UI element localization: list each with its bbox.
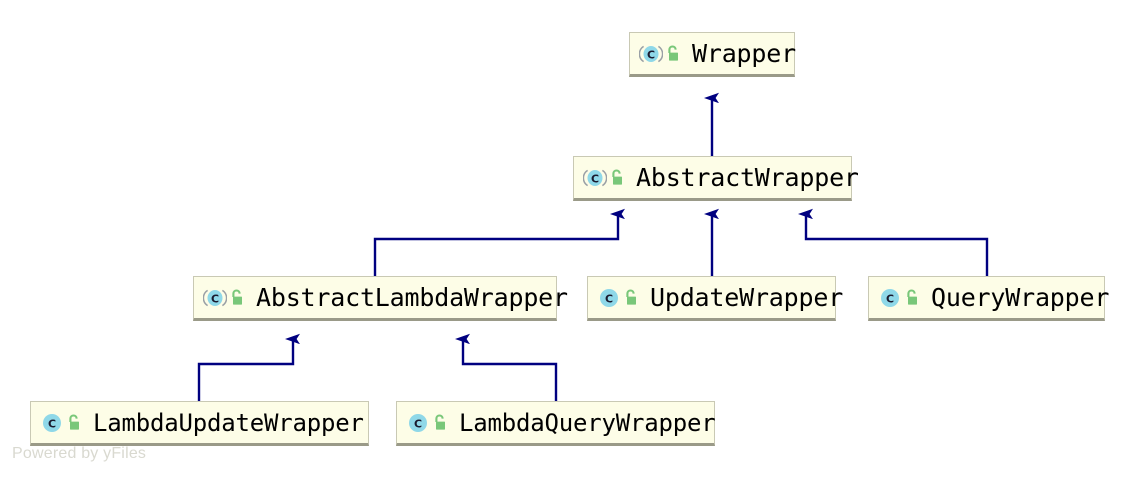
class-node-abstract-lambda-wrapper[interactable]: C AbstractLambdaWrapper	[193, 276, 568, 321]
class-node-abstract-wrapper[interactable]: C AbstractWrapper	[573, 156, 859, 201]
edge-lambda-query-wrapper-to-abstract-lambda-wrapper	[463, 339, 558, 401]
class-name-label: AbstractLambdaWrapper	[256, 283, 568, 312]
class-node-lambda-query-wrapper[interactable]: C LambdaQueryWrapper	[396, 401, 716, 446]
class-node-wrapper[interactable]: C Wrapper	[629, 32, 796, 77]
abstract-class-icon: C	[639, 45, 663, 62]
public-unlocked-icon	[69, 414, 79, 430]
svg-text:C: C	[605, 292, 613, 305]
class-node-lambda-update-wrapper[interactable]: C LambdaUpdateWrapper	[30, 401, 369, 446]
node-icon-group: C	[597, 287, 640, 309]
class-name-label: Wrapper	[692, 39, 796, 68]
yfiles-watermark: Powered by yFiles	[12, 445, 147, 462]
svg-text:C: C	[647, 48, 655, 61]
node-icon-group: C	[203, 287, 246, 309]
public-unlocked-icon	[626, 289, 636, 305]
node-icon-group: C	[583, 167, 626, 189]
node-icon-group: C	[878, 287, 921, 309]
edge-query-wrapper-to-abstract-wrapper	[806, 214, 989, 276]
class-name-label: AbstractWrapper	[636, 163, 859, 192]
class-name-label: UpdateWrapper	[650, 283, 844, 312]
node-icon-group: C	[639, 43, 682, 65]
svg-text:C: C	[886, 292, 894, 305]
concrete-class-icon: C	[881, 288, 899, 307]
public-unlocked-icon	[232, 289, 242, 305]
svg-text:C: C	[414, 417, 422, 430]
node-icon-group: C	[406, 412, 449, 434]
public-unlocked-icon	[907, 289, 917, 305]
concrete-class-icon: C	[409, 413, 427, 432]
class-node-query-wrapper[interactable]: C QueryWrapper	[868, 276, 1109, 321]
edge-lambda-update-wrapper-to-abstract-lambda-wrapper	[197, 339, 293, 401]
svg-text:C: C	[48, 417, 56, 430]
public-unlocked-icon	[435, 414, 445, 430]
edge-abstract-lambda-wrapper-to-abstract-wrapper	[373, 214, 618, 276]
class-name-label: LambdaQueryWrapper	[459, 408, 716, 437]
svg-text:C: C	[211, 292, 219, 305]
class-name-label: QueryWrapper	[931, 283, 1110, 312]
abstract-class-icon: C	[583, 169, 607, 186]
concrete-class-icon: C	[43, 413, 61, 432]
abstract-class-icon: C	[203, 289, 227, 306]
public-unlocked-icon	[668, 45, 678, 61]
class-name-label: LambdaUpdateWrapper	[93, 408, 364, 437]
concrete-class-icon: C	[600, 288, 618, 307]
svg-text:C: C	[591, 172, 599, 185]
node-icon-group: C	[40, 412, 83, 434]
class-node-update-wrapper[interactable]: C UpdateWrapper	[587, 276, 843, 321]
public-unlocked-icon	[612, 169, 622, 185]
